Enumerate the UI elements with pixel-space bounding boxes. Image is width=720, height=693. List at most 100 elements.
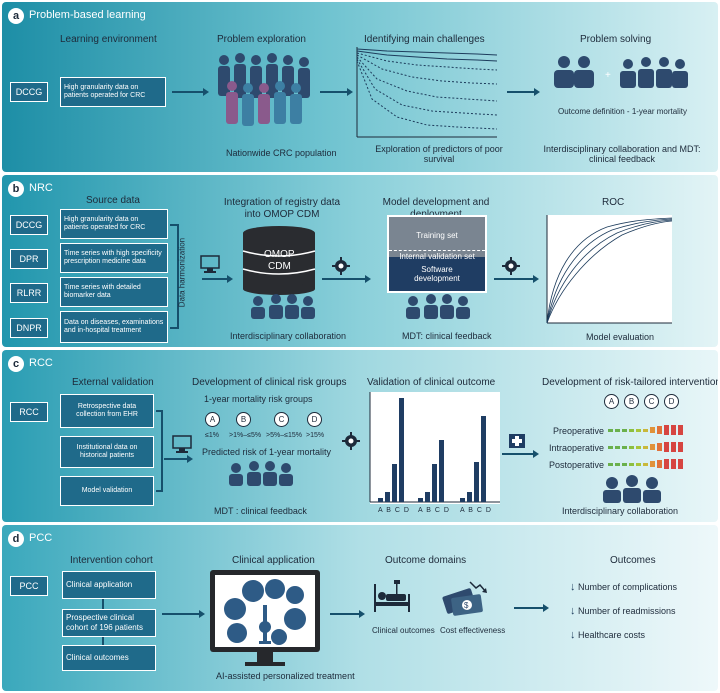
bracket-line-2: [170, 327, 178, 329]
phase-preoperative: Preoperative: [552, 426, 604, 436]
monitor-base: [245, 662, 285, 666]
exploration-text: Exploration of predictors of poor surviv…: [375, 144, 503, 165]
panel-a: a Problem-based learning Learning enviro…: [2, 2, 718, 172]
phase-postoperative: Postoperative: [548, 460, 604, 470]
gear-icon-b1: [332, 257, 350, 275]
bar-label-1d: D: [403, 507, 410, 514]
money-icon: $: [442, 581, 487, 616]
problem-solving-heading: Problem solving: [580, 34, 652, 45]
source-data-heading: Source data: [86, 195, 140, 206]
arrow-a2: [320, 88, 353, 96]
source-desc-dccg: High granularity data on patients operat…: [60, 209, 168, 239]
gear-icon-c: [342, 432, 360, 450]
svg-text:+: +: [605, 70, 611, 81]
monitor-screen: [215, 575, 315, 647]
collab-text: Interdisciplinary collaboration and MDT:…: [543, 144, 701, 165]
bar-labels-1: A B C D: [378, 507, 410, 515]
outcome-item-2: ↓ Number of readmissions: [570, 605, 676, 618]
interdisciplinary-label-b: Interdisciplinary collaboration: [230, 331, 347, 341]
omop-label: OMOP: [264, 249, 295, 260]
training-set-label: Training set: [416, 231, 458, 240]
arrow-b1: [202, 275, 233, 283]
computer-icon-c: [172, 435, 192, 453]
collab-doctors-icon-c2: [603, 475, 661, 503]
population-people-icon: [218, 53, 310, 126]
arrow-b3: [494, 275, 539, 283]
nationwide-label: Nationwide CRC population: [226, 148, 337, 158]
learning-environment-heading: Learning environment: [60, 34, 157, 45]
range-a: ≤1%: [205, 432, 219, 439]
data-harmonization-label: Data harmonization: [177, 237, 187, 308]
dccg-description-box: High granularity data on patients operat…: [60, 77, 166, 107]
intervention-cohort-heading: Intervention cohort: [70, 555, 153, 566]
bar-labels-2: A B C D: [418, 507, 450, 515]
panel-c: c RCC External validation RCC Retrospect…: [2, 350, 718, 522]
int-group-c: C: [644, 394, 659, 409]
doctors-icon: +: [554, 56, 688, 88]
monitor-stand: [257, 652, 273, 664]
arrow-c2: [502, 450, 539, 458]
bar-label-3d: D: [485, 507, 492, 514]
source-tag-rlrr: RLRR: [10, 283, 48, 303]
range-d: >15%: [306, 432, 325, 439]
bar-label-2a: A: [418, 507, 424, 514]
identifying-challenges-heading: Identifying main challenges: [364, 34, 485, 45]
rcc-step-2: Institutional data on historical patient…: [60, 436, 154, 468]
arrow-a3: [507, 88, 540, 96]
rcc-step-1: Retrospective data collection from EHR: [60, 394, 154, 428]
cdm-label: CDM: [268, 261, 291, 272]
pcc-connector-2: [102, 637, 104, 645]
clinical-outcomes-label: Clinical outcomes: [372, 626, 435, 635]
database-icon: [242, 226, 316, 295]
outcome-text-1: Number of complications: [578, 582, 678, 592]
bar-label-1a: A: [378, 507, 384, 514]
int-group-b: B: [624, 394, 639, 409]
range-c: >5%–≤15%: [266, 432, 302, 439]
arrow-d1: [162, 610, 205, 618]
int-group-a: A: [604, 394, 619, 409]
risk-group-c: C: [274, 412, 289, 427]
dev-groups-heading: Development of clinical risk groups: [192, 377, 347, 388]
mdt-label-c: MDT : clinical feedback: [214, 506, 307, 516]
mortality-groups-label: 1-year mortality risk groups: [204, 394, 313, 404]
validation-bar-chart: [369, 392, 500, 504]
panel-c-letter: c: [8, 356, 24, 372]
validation-heading: Validation of clinical outcome: [367, 377, 496, 388]
outcome-item-1: ↓ Number of complications: [570, 581, 677, 594]
pcc-tag: PCC: [10, 576, 48, 596]
panel-b-title: NRC: [29, 182, 53, 194]
cost-effectiveness-label: Cost effectiveness: [440, 626, 506, 635]
rcc-bracket-1: [156, 410, 162, 412]
integration-heading: Integration of registry data into OMOP C…: [222, 197, 342, 220]
arrow-c1: [164, 455, 193, 463]
risk-group-d: D: [307, 412, 322, 427]
bar-labels-3: A B C D: [460, 507, 492, 515]
panel-a-title: Problem-based learning: [29, 9, 146, 21]
down-arrow-icon-3: ↓: [570, 629, 576, 641]
software-dev-label: Software development: [414, 265, 460, 283]
bar-label-3c: C: [476, 507, 483, 514]
exploration-label: Exploration of predictors of poor surviv…: [374, 144, 504, 165]
computer-icon: [200, 255, 220, 273]
collab-doctors-icon-c: [229, 461, 293, 486]
bracket-line-3: [177, 224, 179, 329]
panel-a-letter: a: [8, 8, 24, 24]
source-tag-dccg: DCCG: [10, 215, 48, 235]
model-dev-text: Model development and deployment: [382, 197, 490, 220]
gear-icon-b2: [502, 257, 520, 275]
phase-intraoperative: Intraoperative: [548, 443, 604, 453]
monitor-icon: [210, 570, 320, 652]
interdisciplinary-label-c: Interdisciplinary collaboration: [562, 506, 679, 516]
down-arrow-icon-2: ↓: [570, 605, 576, 617]
collab-label: Interdisciplinary collaboration and MDT:…: [542, 144, 702, 165]
pcc-step-3: Clinical outcomes: [62, 645, 156, 671]
problem-exploration-heading: Problem exploration: [217, 34, 306, 45]
bar-label-3b: B: [468, 507, 474, 514]
source-desc-rlrr: Time series with detailed biomarker data: [60, 277, 168, 307]
svg-text:$: $: [464, 601, 469, 610]
hospital-bed-icon: [374, 580, 410, 612]
panel-d-title: PCC: [29, 532, 53, 544]
outcome-item-3: ↓ Healthcare costs: [570, 629, 645, 642]
intervention-bars: [608, 425, 683, 469]
bar-label-3a: A: [460, 507, 466, 514]
